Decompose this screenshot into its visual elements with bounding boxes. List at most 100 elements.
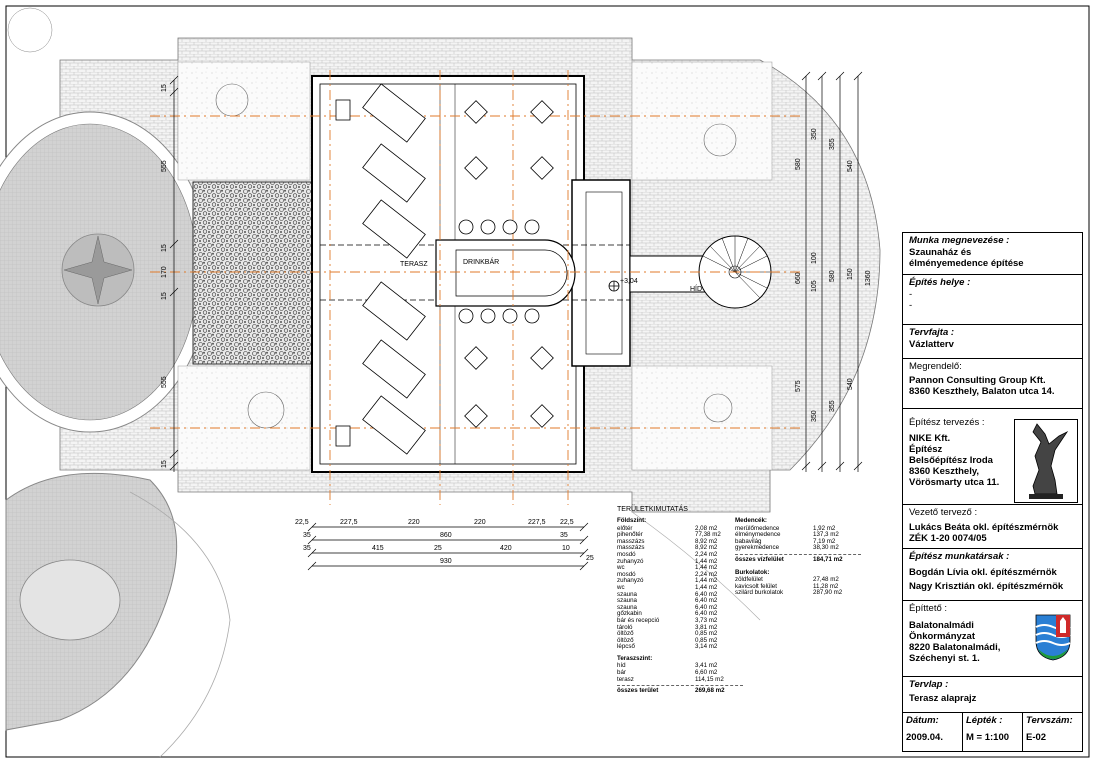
level-label: +3,04: [620, 278, 638, 285]
work-value-2: élményemedence építése: [909, 258, 1024, 269]
staff-value-1: Bogdán Lívia okl. építészmérnök: [909, 567, 1057, 578]
terrace-level-heading: Teraszszint:: [617, 654, 653, 662]
lead-label: Vezető tervező :: [909, 507, 978, 518]
left-dimension-chain: [169, 75, 179, 472]
work-value-1: Szaunaház és: [909, 247, 972, 258]
tb-builder: Építtető : Balatonalmádi Önkormányzat 82…: [903, 601, 1082, 677]
area-row: előtér 2,08 m2: [617, 524, 743, 533]
area-row-value: 8,92 m2: [695, 544, 718, 552]
area-row-value: 1,44 m2: [695, 564, 718, 572]
title-block: Munka megnevezése : Szaunaház és élménye…: [902, 232, 1083, 752]
bottom-dim: 35: [560, 532, 568, 539]
client-label: Megrendelő:: [909, 361, 962, 372]
sun-loungers: [335, 83, 426, 455]
site-value-2: -: [909, 300, 913, 311]
cafe-tables: [458, 100, 554, 428]
bottom-dim: 415: [372, 545, 384, 552]
area-row-name: wc: [617, 583, 625, 591]
type-value: Vázlatterv: [909, 339, 954, 350]
area-row-value: 2,08 m2: [695, 524, 718, 532]
bottom-dim: 35: [303, 532, 311, 539]
area-row-name: öltöző: [617, 636, 634, 644]
scale-label: Lépték :: [966, 715, 1003, 726]
bottom-dim: 10: [562, 545, 570, 552]
area-row-value: 8,92 m2: [695, 537, 718, 545]
area-row-name: kavicsolt felület: [735, 582, 777, 590]
total-area-value: 269,68 m2: [695, 687, 725, 695]
builder-label: Építtető :: [909, 603, 948, 614]
area-row-value: 6,40 m2: [695, 610, 718, 618]
bottom-dim: 35: [303, 545, 311, 552]
site-value-1: -: [909, 289, 913, 300]
right-dimension-chains: [801, 71, 863, 472]
area-row-value: 7,19 m2: [813, 537, 836, 545]
ground-floor-heading: Földszint:: [617, 517, 647, 524]
area-row-name: babavilág: [735, 537, 762, 545]
area-row-name: mosdó: [617, 570, 636, 578]
right-dim: 350: [811, 410, 818, 422]
left-dim: 15: [161, 292, 168, 300]
area-row-value: 6,40 m2: [695, 597, 718, 605]
water-total-row: összes vízfelület 184,71 m2: [735, 553, 861, 564]
area-row: babavilág 7,19 m2: [735, 537, 861, 546]
architect-value-1: NIKE Kft.: [909, 433, 951, 444]
area-row-name: gőzkabin: [617, 610, 642, 618]
architect-value-2: Építész: [909, 444, 943, 455]
area-row-value: 1,44 m2: [695, 577, 718, 585]
tb-date: Dátum: 2009.04.: [903, 713, 963, 751]
bottom-dim: 25: [586, 555, 594, 562]
client-value-1: Pannon Consulting Group Kft.: [909, 375, 1046, 386]
tb-site: Építés helye : - -: [903, 275, 1082, 325]
bottom-dim: 25: [434, 545, 442, 552]
area-row-name: bár és recepció: [617, 616, 660, 624]
terrace-label: TERASZ: [400, 261, 428, 268]
architect-value-5: Vörösmarty utca 11.: [909, 477, 1000, 488]
area-row-value: 3,81 m2: [695, 623, 718, 631]
date-label: Dátum:: [906, 715, 939, 726]
area-row-value: 6,40 m2: [695, 603, 718, 611]
spiral-stair: [702, 236, 771, 299]
area-row-name: előtér: [617, 524, 633, 532]
area-row-value: 2,24 m2: [695, 550, 718, 558]
total-area-row: összes terület 269,68 m2: [617, 685, 743, 695]
area-table-title: TERÜLETKIMUTATÁS: [617, 506, 688, 513]
bottom-dimension-chains: [307, 522, 589, 571]
right-dim: 105: [811, 280, 818, 292]
architect-value-3: Belsőépítész Iroda: [909, 455, 993, 466]
area-row-value: 27,48 m2: [813, 576, 839, 584]
area-row-name: élménymedence: [735, 531, 781, 539]
water-total-value: 184,71 m2: [813, 555, 843, 563]
area-row-name: masszázs: [617, 544, 645, 552]
work-label: Munka megnevezése :: [909, 235, 1010, 246]
bridge-label: HÍD: [690, 284, 702, 293]
bottom-dim: 420: [500, 545, 512, 552]
right-dim: 580: [829, 270, 836, 282]
area-row: gőzkabin 6,40 m2: [617, 611, 743, 618]
tb-client: Megrendelő: Pannon Consulting Group Kft.…: [903, 359, 1082, 409]
lead-value-2: ZÉK 1-20 0074/05: [909, 533, 987, 544]
bottom-dim: 220: [474, 519, 486, 526]
tb-work: Munka megnevezése : Szaunaház és élménye…: [903, 233, 1082, 275]
left-dim: 15: [161, 460, 168, 468]
left-dim: 170: [161, 266, 168, 278]
tb-architect: Építész tervezés : NIKE Kft. Építész Bel…: [903, 409, 1082, 505]
area-row-name: zuhanyzó: [617, 557, 644, 565]
builder-value-4: Széchenyi st. 1.: [909, 653, 980, 664]
area-row-value: 3,41 m2: [695, 662, 718, 670]
drinkbar-label: DRINKBÁR: [463, 257, 499, 266]
area-row-name: masszázs: [617, 537, 645, 545]
date-value: 2009.04.: [906, 732, 943, 743]
